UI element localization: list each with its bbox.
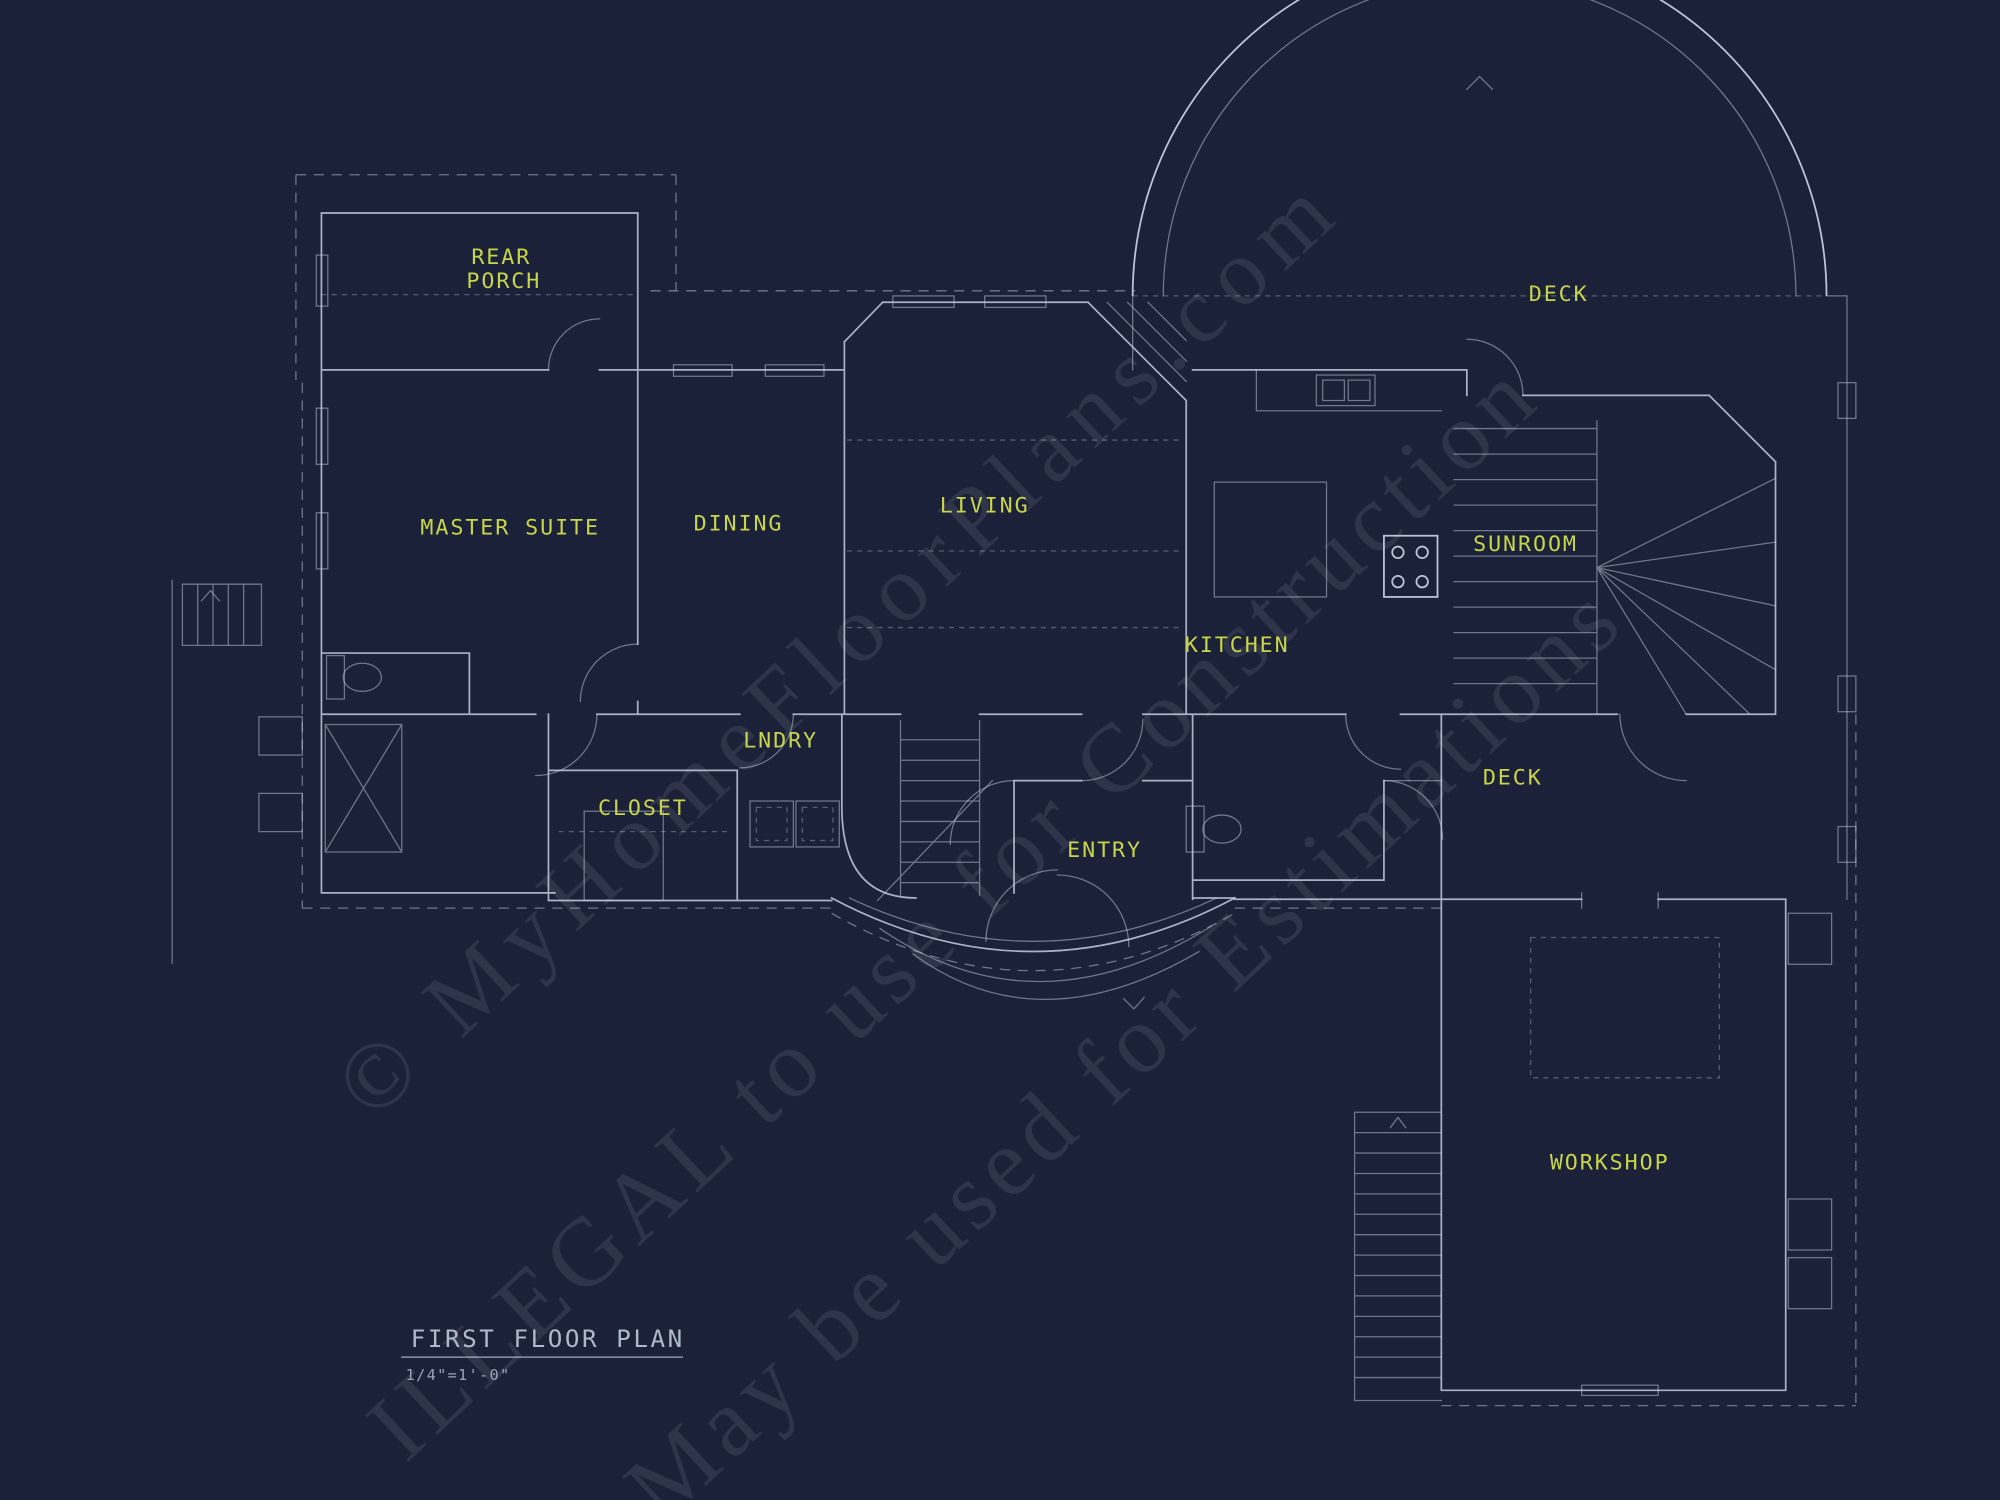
window-symbol bbox=[764, 364, 825, 377]
burner-icon bbox=[1391, 545, 1405, 559]
washer-inner bbox=[755, 806, 788, 842]
kitchen-sink-icon bbox=[1315, 374, 1376, 407]
room-label-rear-porch-1: REAR bbox=[471, 245, 531, 270]
room-label-workshop: WORKSHOP bbox=[1550, 1151, 1670, 1176]
washer-icon bbox=[749, 800, 795, 848]
stairs-layer bbox=[181, 75, 1777, 1402]
walls-layer bbox=[320, 0, 1828, 1392]
toilet-bowl-powder-icon bbox=[1202, 814, 1242, 844]
entry-direction-arrow-icon bbox=[1122, 996, 1146, 1010]
deck-rail-post bbox=[1837, 825, 1857, 863]
sink-basin-left-icon bbox=[1322, 379, 1346, 402]
burner-icon bbox=[1391, 575, 1405, 589]
door-swing-arcs bbox=[535, 318, 1687, 948]
room-label-deck-top: DECK bbox=[1529, 282, 1589, 307]
room-label-deck-right: DECK bbox=[1483, 765, 1543, 790]
fireplace-hatch bbox=[1106, 301, 1188, 383]
entry-curved-wall bbox=[830, 896, 1236, 953]
window-symbol bbox=[315, 512, 329, 570]
dryer-icon bbox=[795, 800, 840, 848]
dryer-inner bbox=[801, 806, 834, 842]
stair-direction-arrow-icon bbox=[200, 589, 221, 602]
misc-dashed-lines bbox=[321, 294, 1827, 1079]
entry-steps-arcs bbox=[848, 897, 1218, 1000]
range-icon bbox=[1383, 534, 1439, 598]
detail-layer bbox=[171, 0, 1848, 1000]
room-label-rear-porch-2: PORCH bbox=[466, 269, 541, 294]
window-symbol bbox=[984, 295, 1047, 309]
deck-rail-post bbox=[1837, 675, 1857, 713]
room-label-living: LIVING bbox=[940, 494, 1030, 519]
toilet-tank-master-icon bbox=[325, 654, 346, 700]
window-symbol bbox=[672, 364, 733, 377]
workshop-stairs bbox=[1353, 1111, 1442, 1402]
eave-outline bbox=[295, 174, 1857, 1407]
entry-eave-curve bbox=[831, 912, 1236, 972]
burner-icon bbox=[1415, 545, 1429, 559]
window-symbol bbox=[315, 254, 329, 307]
room-label-kitchen: KITCHEN bbox=[1185, 633, 1290, 658]
fixtures-layer bbox=[258, 254, 1857, 1397]
kitchen-island bbox=[1213, 481, 1328, 598]
side-porch-stairs bbox=[181, 583, 263, 647]
room-label-closet: CLOSET bbox=[598, 796, 688, 821]
deck-rail-post bbox=[1837, 382, 1857, 420]
deck-arc-outer bbox=[1131, 0, 1828, 296]
workshop-post bbox=[1787, 912, 1833, 965]
room-label-master-suite: MASTER SUITE bbox=[420, 515, 600, 540]
room-label-entry: ENTRY bbox=[1067, 838, 1142, 863]
deck-rails bbox=[171, 295, 1848, 964]
workshop-post bbox=[1787, 1257, 1833, 1310]
overhang-dashed-layer bbox=[295, 174, 1857, 1407]
toilet-bowl-master-icon bbox=[342, 662, 383, 692]
room-label-dining: DINING bbox=[694, 512, 784, 537]
room-label-laundry: LNDRY bbox=[743, 728, 818, 753]
deck-arc-inner bbox=[1162, 0, 1797, 297]
workshop-stair-arrow-icon bbox=[1389, 1116, 1407, 1129]
plan-scale: 1/4"=1'-0" bbox=[406, 1366, 511, 1384]
deck-apex-marker-icon bbox=[1465, 75, 1494, 91]
left-post bbox=[258, 792, 303, 833]
living-ceiling-lines bbox=[846, 439, 1184, 629]
plan-title: FIRST FLOOR PLAN bbox=[411, 1325, 685, 1353]
closet-shelving bbox=[583, 810, 664, 902]
workshop-post bbox=[1787, 1198, 1833, 1251]
window-symbol bbox=[315, 407, 329, 465]
sunroom-winder-stairs bbox=[1453, 420, 1777, 716]
labels-layer: REAR PORCH DECK MASTER SUITE DINING LIVI… bbox=[420, 245, 1670, 1176]
burner-icon bbox=[1415, 575, 1429, 589]
center-stairs bbox=[876, 720, 994, 902]
shower-icon bbox=[324, 723, 403, 853]
window-symbol bbox=[892, 295, 955, 309]
room-label-sunroom: SUNROOM bbox=[1473, 532, 1578, 557]
title-block: FIRST FLOOR PLAN 1/4"=1'-0" bbox=[401, 1325, 685, 1384]
left-post bbox=[258, 716, 303, 756]
window-symbol bbox=[1580, 1384, 1659, 1397]
toilet-tank-powder-icon bbox=[1185, 805, 1205, 853]
workshop-door-ticks bbox=[1580, 892, 1659, 909]
sink-basin-right-icon bbox=[1347, 379, 1371, 402]
